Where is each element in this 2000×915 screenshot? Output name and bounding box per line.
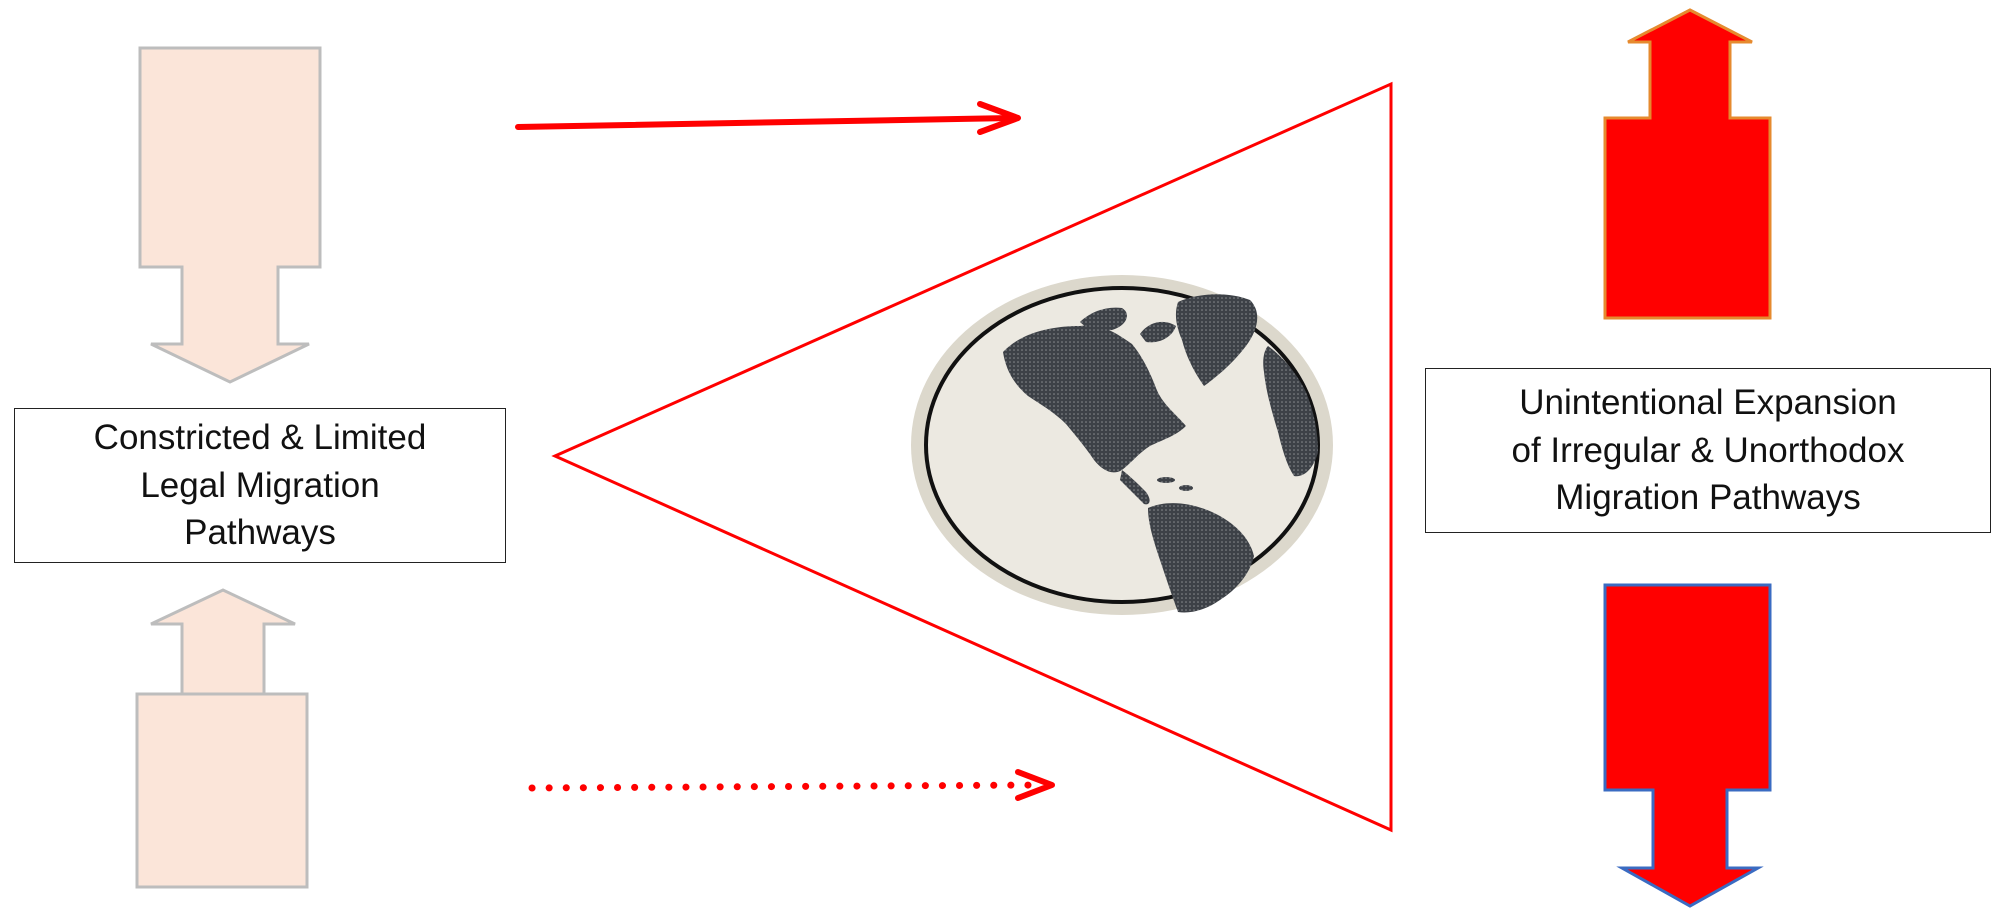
irregular-migration-line-1: Unintentional Expansion <box>1519 383 1897 423</box>
irregular-arrow-up <box>1603 8 1772 320</box>
legal-migration-line-3: Pathways <box>184 513 336 553</box>
legal-migration-line-2: Legal Migration <box>140 465 380 505</box>
globe-icon <box>911 275 1333 615</box>
irregular-migration-box: Unintentional Expansion of Irregular & U… <box>1425 368 1991 533</box>
irregular-migration-line-3: Migration Pathways <box>1555 478 1861 518</box>
irregular-arrow-down <box>1603 583 1772 908</box>
legal-arrow-up <box>135 588 309 889</box>
legal-migration-box: Constricted & Limited Legal Migration Pa… <box>14 408 506 563</box>
irregular-migration-line-2: of Irregular & Unorthodox <box>1511 430 1905 470</box>
legal-migration-line-1: Constricted & Limited <box>93 418 427 458</box>
dotted-arrow <box>528 769 1055 801</box>
legal-arrow-down <box>138 46 322 384</box>
solid-arrow <box>515 101 1021 135</box>
funnel-triangle <box>551 81 1393 833</box>
